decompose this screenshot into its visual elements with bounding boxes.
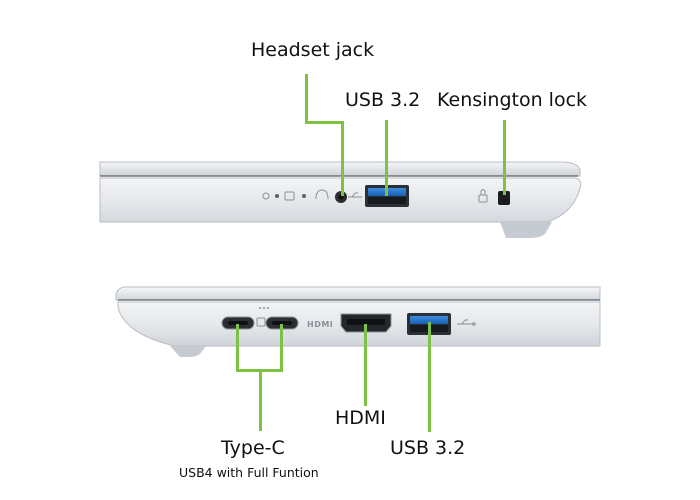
top-lid [99, 161, 581, 177]
hdmi-label: HDMI [335, 407, 386, 429]
leader-type-c-down [259, 369, 262, 431]
usb-top-label: USB 3.2 [345, 89, 421, 111]
type-c-note-label: USB4 with Full Funtion [179, 465, 319, 480]
leader-headset-jack-h [305, 121, 344, 124]
hdmi-mark: HDMI [307, 320, 333, 329]
leader-hdmi [364, 324, 367, 406]
thunderbolt-icon [259, 307, 269, 309]
usb-symbol-icon [457, 319, 476, 326]
headset-jack-label: Headset jack [251, 39, 375, 61]
leader-usb-top [385, 120, 388, 196]
leader-headset-jack-v2 [341, 121, 344, 196]
bottom-lid [115, 286, 601, 301]
usb-bottom-label: USB 3.2 [390, 437, 466, 459]
headset-icon [315, 189, 329, 200]
type-c-label: Type-C [221, 437, 285, 459]
leader-headset-jack-v1 [305, 74, 308, 124]
lock-icon [478, 189, 488, 203]
status-led-icons [262, 191, 306, 201]
top-foot [500, 222, 552, 238]
leader-type-c-right [280, 324, 283, 372]
leader-usb-bottom [428, 322, 431, 432]
usb-symbol-icon [348, 192, 362, 198]
leader-type-c-left [236, 324, 239, 372]
kensington-lock-label: Kensington lock [437, 89, 588, 111]
bottom-foot [170, 346, 206, 357]
leader-kensington [503, 120, 506, 195]
kensington-slot [498, 191, 510, 205]
